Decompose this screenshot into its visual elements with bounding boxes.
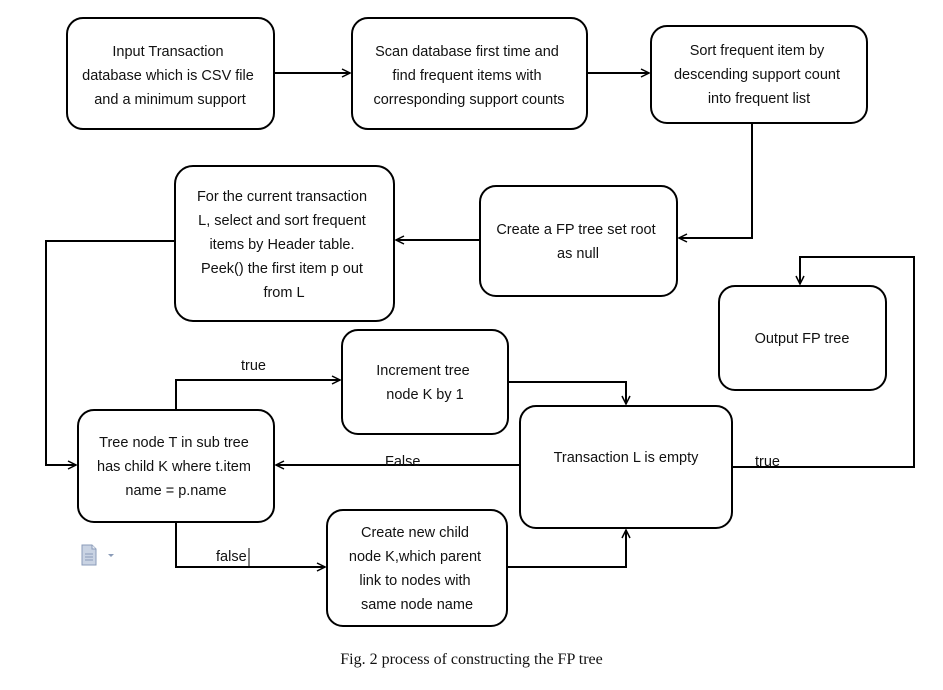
arrow-tree-node-false-to-create-child [175,522,325,567]
scan-box-text: Scan database first time and find freque… [373,44,564,108]
current-transaction-box [174,165,395,322]
transaction-empty-box-text: Transaction L is empty [554,450,700,466]
arrow-tree-node-true-to-increment [175,380,340,410]
increment-box-text: Increment tree node K by 1 [376,363,474,403]
edge-label-false-bottom: false [216,549,247,565]
current-transaction-box-text: For the current transaction L, select an… [197,189,371,301]
create-tree-box [479,185,678,297]
edge-label-true-right: true [755,454,780,470]
output-box-text: Output FP tree [755,331,850,347]
document-icon[interactable] [80,544,120,566]
create-tree-box-text: Create a FP tree set root as null [496,222,659,262]
figure-caption: Fig. 2 process of constructing the FP tr… [340,651,603,668]
arrow-create-child-to-empty [507,530,626,568]
sort-box-text: Sort frequent item by descending support… [674,43,844,107]
increment-box [341,329,509,435]
chevron-down-icon [108,554,114,557]
create-child-box-text: Create new child node K,which parent lin… [349,525,485,613]
input-box-text: Input Transaction database which is CSV … [82,44,258,108]
arrow-increment-to-empty [508,381,626,404]
arrow-empty-true-to-output [732,256,915,468]
tree-node-box-text: Tree node T in sub tree has child K wher… [97,435,255,499]
sort-box [650,25,868,124]
edge-label-false-left: False [385,454,420,470]
edge-label-true-top: true [241,358,266,374]
transaction-empty-box [519,405,733,529]
arrow-current-to-tree-node [45,240,175,465]
arrow-sort-to-create-tree [679,123,753,238]
output-box [718,285,887,391]
